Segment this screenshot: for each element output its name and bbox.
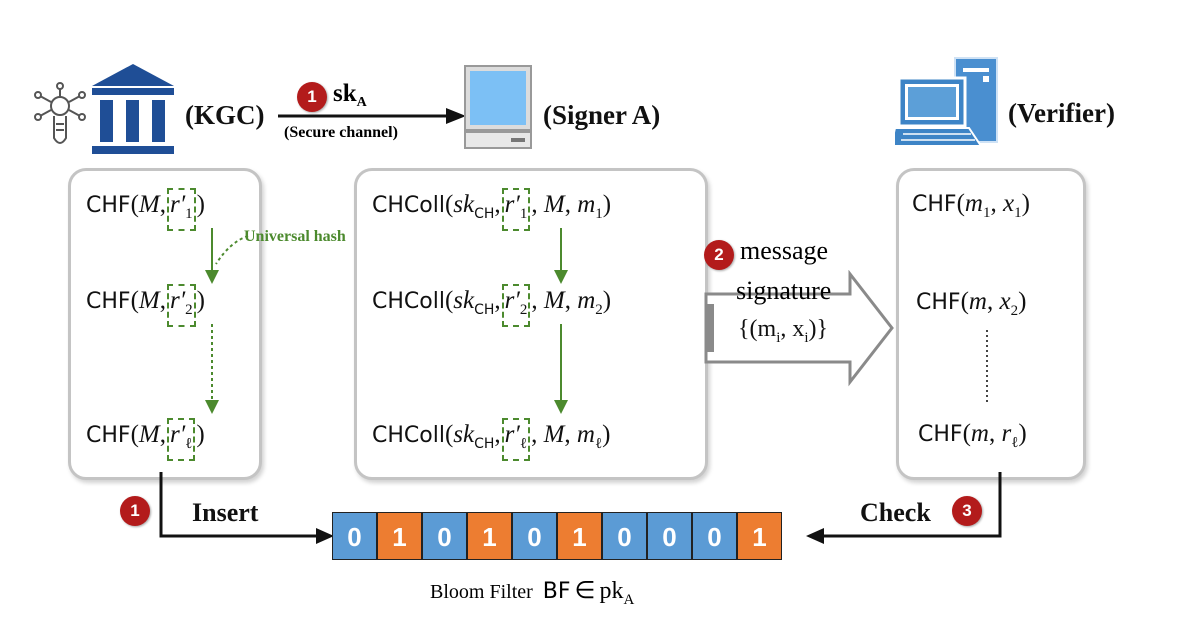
right-chf-row-1: CHF(m1, x1) xyxy=(912,190,1030,221)
bloom-bit-2: 0 xyxy=(422,512,467,560)
step-2-badge: 2 xyxy=(704,240,734,270)
element-of-symbol: ∈ xyxy=(574,578,596,604)
r-prime-box-1: r′1 xyxy=(166,188,196,231)
signature-set: {(mi, xi)} xyxy=(738,316,829,346)
bloom-bit-0: 0 xyxy=(332,512,377,560)
middle-chcoll-row-2: CHColl(skCH,r′2, M, m2) xyxy=(372,284,611,327)
bloom-bit-3: 1 xyxy=(467,512,512,560)
pk-symbol: pk xyxy=(599,578,624,604)
right-ellipsis-line xyxy=(986,330,988,402)
step-1-badge-top: 1 xyxy=(297,82,327,112)
left-chf-row-3: CHF(M,r′ℓ) xyxy=(86,418,205,461)
left-chf-row-1: CHF(M,r′1) xyxy=(86,188,205,231)
r-prime-box-3: r′ℓ xyxy=(166,418,196,461)
right-chf-row-3: CHF(m, rℓ) xyxy=(918,420,1027,451)
bloom-bit-6: 0 xyxy=(602,512,647,560)
bloom-bit-5: 1 xyxy=(557,512,602,560)
signer-label: (Signer A) xyxy=(543,100,661,130)
idea-network-icon xyxy=(34,82,86,144)
left-hash-chain-arrows xyxy=(205,228,219,414)
bloom-filter-text: Bloom Filter xyxy=(430,581,533,603)
left-chf-row-2: CHF(M,r′2) xyxy=(86,284,205,327)
bloom-filter-caption: Bloom Filter BF ∈ pkA xyxy=(430,576,634,609)
r-prime-box-2: r′2 xyxy=(166,284,196,327)
step-1-badge-bottom: 1 xyxy=(120,496,150,526)
bloom-bit-4: 0 xyxy=(512,512,557,560)
insert-label: Insert xyxy=(192,498,259,527)
message-signature-arrow xyxy=(704,270,894,387)
secret-key-label: skA xyxy=(333,80,367,111)
bf-symbol: BF xyxy=(542,579,571,604)
middle-r-prime-box-2: r′2 xyxy=(501,284,531,327)
sk-text: sk xyxy=(333,80,357,107)
middle-chcoll-row-1: CHColl(skCH,r′1, M, m1) xyxy=(372,188,611,231)
middle-chcoll-row-3: CHColl(skCH,r′ℓ, M, mℓ) xyxy=(372,418,610,461)
bloom-bit-7: 0 xyxy=(647,512,692,560)
universal-hash-pointer xyxy=(215,235,249,265)
check-connector-arrow xyxy=(806,472,1002,544)
kgc-chf-panel xyxy=(68,168,262,480)
universal-hash-label: Universal hash xyxy=(244,228,346,245)
key-delivery-arrow xyxy=(278,108,466,124)
sk-subscript: A xyxy=(356,95,367,110)
pk-subscript: A xyxy=(623,592,635,608)
step-3-badge: 3 xyxy=(952,496,982,526)
check-label: Check xyxy=(860,498,931,527)
verifier-chf-panel xyxy=(896,168,1086,480)
institution-icon xyxy=(92,64,174,154)
message-label: message xyxy=(740,236,829,265)
middle-collision-chain-arrows xyxy=(554,228,568,414)
bloom-bit-1: 1 xyxy=(377,512,422,560)
signature-label: signature xyxy=(736,276,832,305)
insert-connector-arrow xyxy=(159,472,334,544)
monitor-icon xyxy=(464,65,532,149)
bloom-bit-8: 0 xyxy=(692,512,737,560)
kgc-label: (KGC) xyxy=(185,100,265,130)
right-chf-row-2: CHF(m, x2) xyxy=(916,288,1027,319)
middle-r-prime-box-3: r′ℓ xyxy=(501,418,531,461)
signer-chcoll-panel xyxy=(354,168,708,480)
secure-channel-label: (Secure channel) xyxy=(284,124,398,141)
verifier-label: (Verifier) xyxy=(1008,98,1115,128)
desktop-computer-icon xyxy=(895,57,998,147)
bloom-bit-9: 1 xyxy=(737,512,782,560)
middle-r-prime-box-1: r′1 xyxy=(501,188,531,231)
